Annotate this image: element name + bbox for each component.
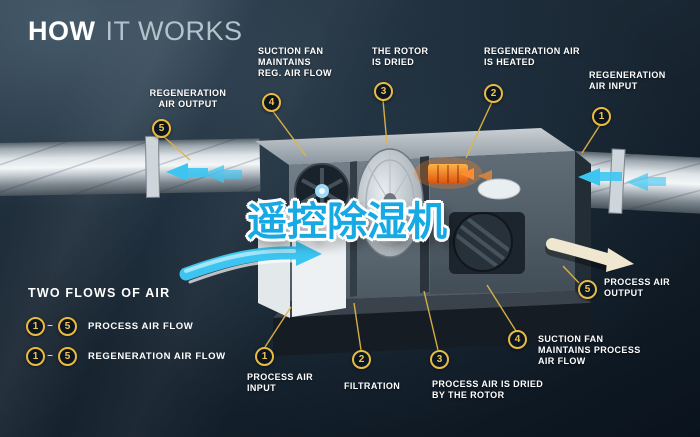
title-how: HOW: [28, 16, 96, 46]
callout-badge-reg-output: 5: [152, 119, 171, 138]
page-title: HOW IT WORKS: [28, 16, 243, 47]
callout-badge-process-dried: 3: [430, 350, 449, 369]
process-air-input-arrow: [179, 241, 322, 284]
label-process-air-dried: PROCESS AIR IS DRIED BY THE ROTOR: [432, 379, 544, 400]
process-fan: [449, 212, 525, 274]
label-regeneration-air-output: REGENERATION AIR OUTPUT: [149, 88, 227, 109]
legend-dash: –: [47, 350, 53, 361]
airflow-arrows: [166, 163, 666, 284]
legend-badge-regeneration-to: 5: [58, 347, 77, 366]
label-suction-fan-reg: SUCTION FAN MAINTAINS REG. AIR FLOW: [258, 46, 332, 78]
left-duct: [0, 135, 261, 198]
label-suction-fan-process: SUCTION FAN MAINTAINS PROCESS AIR FLOW: [538, 334, 641, 366]
process-air-output-arrow: [545, 238, 634, 272]
label-regeneration-air-input: REGENERATION AIR INPUT: [589, 70, 666, 91]
label-regeneration-air-heated: REGENERATION AIR IS HEATED: [484, 46, 580, 67]
callout-badge-rotor-dried: 3: [374, 82, 393, 101]
legend-label-process-air-flow: PROCESS AIR FLOW: [88, 321, 194, 332]
label-process-air-input: PROCESS AIR INPUT: [247, 372, 314, 393]
label-rotor-is-dried: THE ROTOR IS DRIED: [372, 46, 429, 67]
regeneration-fan: [294, 163, 350, 219]
regeneration-input-arrows: [578, 168, 666, 191]
legend-label-regeneration-air-flow: REGENERATION AIR FLOW: [88, 351, 226, 362]
legend-dash: –: [47, 320, 53, 331]
heater: [414, 157, 492, 189]
callout-badge-process-fan: 4: [508, 330, 527, 349]
condensate-roll: [477, 178, 521, 200]
title-it-works: IT WORKS: [105, 16, 243, 46]
callout-badge-process-input: 1: [255, 347, 274, 366]
callout-badge-reg-input: 1: [592, 107, 611, 126]
desiccant-rotor: [356, 148, 424, 258]
legend-title: TWO FLOWS OF AIR: [28, 286, 171, 300]
legend-badge-process-from: 1: [26, 317, 45, 336]
legend-badge-process-to: 5: [58, 317, 77, 336]
label-process-air-output: PROCESS AIR OUTPUT: [604, 277, 671, 298]
legend-badge-regeneration-from: 1: [26, 347, 45, 366]
callout-badge-reg-heated: 2: [484, 84, 503, 103]
callout-badge-reg-fan: 4: [262, 93, 281, 112]
callout-badge-filtration: 2: [352, 350, 371, 369]
regeneration-output-arrows: [166, 163, 242, 183]
chinese-watermark: 遥控除湿机: [247, 200, 447, 244]
label-filtration: FILTRATION: [344, 381, 401, 391]
callout-badge-process-output: 5: [578, 280, 597, 299]
